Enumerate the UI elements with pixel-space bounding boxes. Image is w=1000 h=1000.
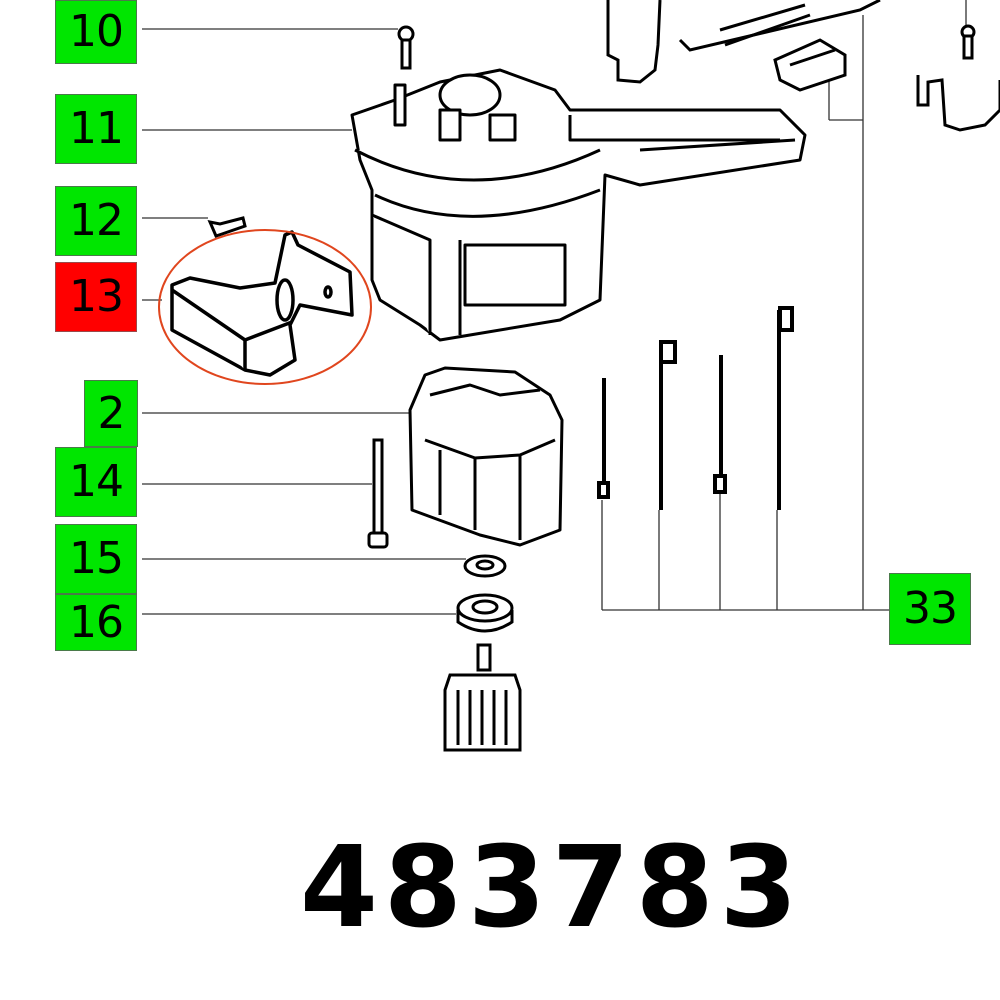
callout-11[interactable]: 11 (55, 94, 137, 164)
cable-set-drawing (597, 306, 794, 510)
field-coil-drawing (408, 366, 564, 547)
callout-2[interactable]: 2 (84, 380, 138, 447)
callout-label: 14 (69, 456, 124, 507)
callout-label: 15 (69, 533, 124, 584)
armature-drawing (443, 643, 522, 752)
callout-16[interactable]: 16 (55, 594, 137, 651)
screw-12-drawing (207, 216, 247, 238)
callout-13[interactable]: 13 (55, 262, 137, 332)
callout-label: 16 (69, 596, 124, 648)
callout-label: 2 (97, 387, 126, 439)
handle-cap-drawing (170, 230, 354, 377)
leader-lines (142, 0, 967, 615)
brush-holder-drawing (606, 0, 1000, 132)
callout-label: 12 (69, 195, 124, 246)
callout-label: 10 (69, 6, 124, 57)
callout-14[interactable]: 14 (55, 447, 137, 517)
callout-12[interactable]: 12 (55, 186, 137, 256)
callout-33[interactable]: 33 (889, 573, 971, 645)
long-screw-drawing (367, 438, 389, 549)
screw-10-drawing (397, 25, 415, 70)
bearing-drawing (456, 593, 514, 633)
callout-15[interactable]: 15 (55, 524, 137, 594)
motor-housing-drawing (350, 68, 807, 342)
callout-label: 11 (69, 103, 124, 154)
callout-label: 33 (903, 583, 958, 634)
highlight-ring (158, 229, 372, 385)
part-number: 483783 (300, 823, 804, 953)
callout-label: 13 (69, 271, 124, 322)
callout-10[interactable]: 10 (55, 0, 137, 64)
washer-drawing (463, 554, 507, 578)
